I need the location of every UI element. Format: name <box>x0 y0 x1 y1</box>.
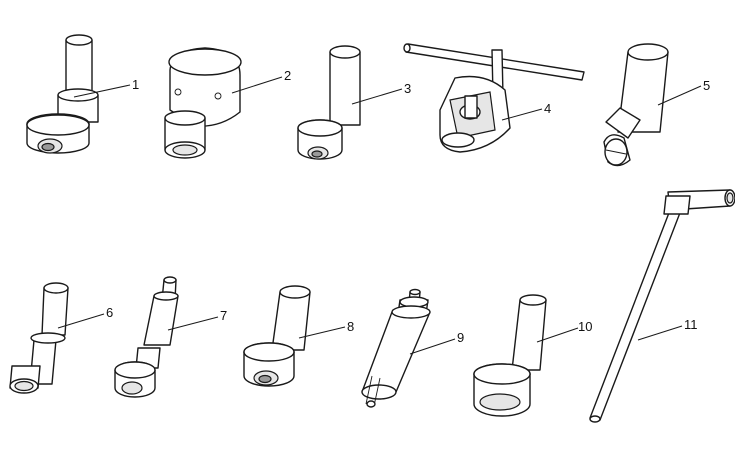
callout-9: 9 <box>457 330 464 345</box>
callout-5: 5 <box>703 78 710 93</box>
tool-8 <box>243 285 311 387</box>
leader-3 <box>351 88 403 105</box>
leader-9 <box>409 338 456 355</box>
tool-3 <box>297 45 361 160</box>
leader-lines <box>57 76 702 355</box>
callout-3: 3 <box>404 81 411 96</box>
callout-11: 11 <box>684 317 698 332</box>
callout-7: 7 <box>220 308 227 323</box>
leader-10 <box>536 327 579 343</box>
tool-6 <box>9 282 69 394</box>
callout-4: 4 <box>544 101 551 116</box>
tool-10 <box>473 294 547 417</box>
tool-5 <box>603 43 669 167</box>
leader-4 <box>501 108 543 121</box>
callout-10: 10 <box>578 319 592 334</box>
leader-11 <box>637 325 683 341</box>
tool-9 <box>361 288 431 408</box>
leader-2 <box>231 76 283 94</box>
callout-1: 1 <box>132 77 139 92</box>
tool-4 <box>403 43 585 153</box>
tool-7 <box>114 276 179 398</box>
tool-2 <box>164 47 242 159</box>
tool-11 <box>589 189 735 423</box>
callout-6: 6 <box>106 305 113 320</box>
leader-7 <box>167 316 219 331</box>
leader-5 <box>657 85 702 106</box>
callout-8: 8 <box>347 319 354 334</box>
leader-6 <box>57 313 105 329</box>
callout-labels: 1 2 3 4 5 6 7 8 9 10 11 <box>106 68 710 345</box>
tool-1 <box>26 34 99 154</box>
callout-2: 2 <box>284 68 291 83</box>
leader-8 <box>298 326 346 339</box>
leader-1 <box>73 84 131 98</box>
